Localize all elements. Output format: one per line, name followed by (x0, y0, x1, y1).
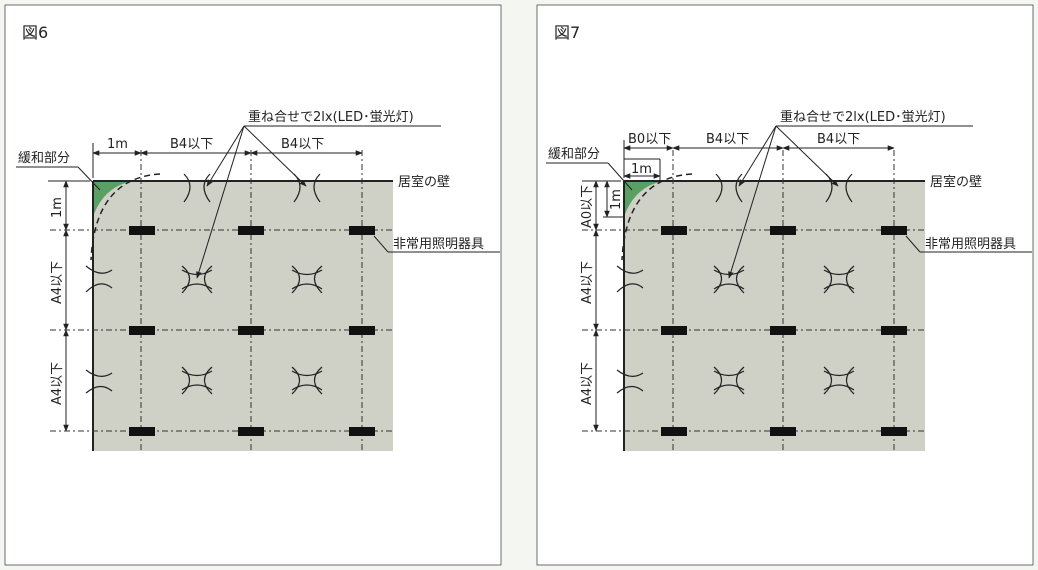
fixture-leader (373, 235, 389, 253)
fixture-label: 非常用照明器具 (393, 237, 484, 252)
emergency-fixtures (661, 226, 907, 436)
dim-left-a4-second: A4以下 (50, 362, 65, 405)
overlap-label: 重ね合せで2lx(LED･蛍光灯) (248, 109, 414, 125)
dim-top-b4-first: B4以下 (170, 137, 213, 152)
figure-7: 図7 (536, 4, 1034, 566)
overlap-label: 重ね合せで2lx(LED･蛍光灯) (780, 109, 946, 125)
dim-top-b4-first: B4以下 (706, 132, 749, 147)
dim-top-b4-second: B4以下 (817, 132, 860, 147)
dim-left-a4-first: A4以下 (580, 261, 595, 304)
overlap-leaders (196, 125, 307, 279)
grid-lines (50, 150, 393, 451)
grid-lines (582, 150, 925, 451)
relief-label: 緩和部分 (548, 147, 600, 162)
dim-left-a0: A0以下 (580, 185, 595, 228)
dim-top-b4-second: B4以下 (281, 137, 324, 152)
dim-top-1m: 1m (631, 162, 652, 177)
figure-7-title: 図7 (554, 23, 580, 42)
dim-left-a4-second: A4以下 (580, 362, 595, 405)
fixture-leader (905, 235, 921, 253)
relief-label: 緩和部分 (18, 151, 70, 166)
room-area (624, 181, 925, 451)
wall-label: 居室の壁 (398, 174, 450, 190)
overlap-leaders (728, 125, 839, 279)
left-dimensions (48, 180, 90, 432)
overlap-arcs (616, 173, 855, 395)
dim-left-1m: 1m (609, 189, 624, 210)
figure-6-title: 図6 (22, 23, 48, 42)
room-area (93, 181, 393, 451)
relief-leader (607, 162, 633, 191)
relief-boundary-arc (90, 173, 161, 261)
top-dimensions (92, 143, 363, 178)
figure-6: 図6 (4, 4, 502, 566)
relief-boundary-arc (621, 173, 693, 261)
dim-left-a4-first: A4以下 (50, 261, 65, 304)
left-dimensions (582, 180, 624, 432)
relief-leader (77, 166, 101, 191)
relief-area (93, 181, 133, 214)
fixture-label: 非常用照明器具 (925, 237, 1016, 252)
wall-label: 居室の壁 (930, 174, 982, 190)
relief-area (624, 181, 664, 214)
dim-top-b0: B0以下 (628, 132, 671, 147)
dim-left-1m: 1m (50, 197, 65, 218)
overlap-arcs (85, 173, 323, 395)
emergency-fixtures (129, 226, 375, 436)
top-dimensions (623, 140, 895, 181)
dim-top-1m: 1m (107, 137, 128, 152)
